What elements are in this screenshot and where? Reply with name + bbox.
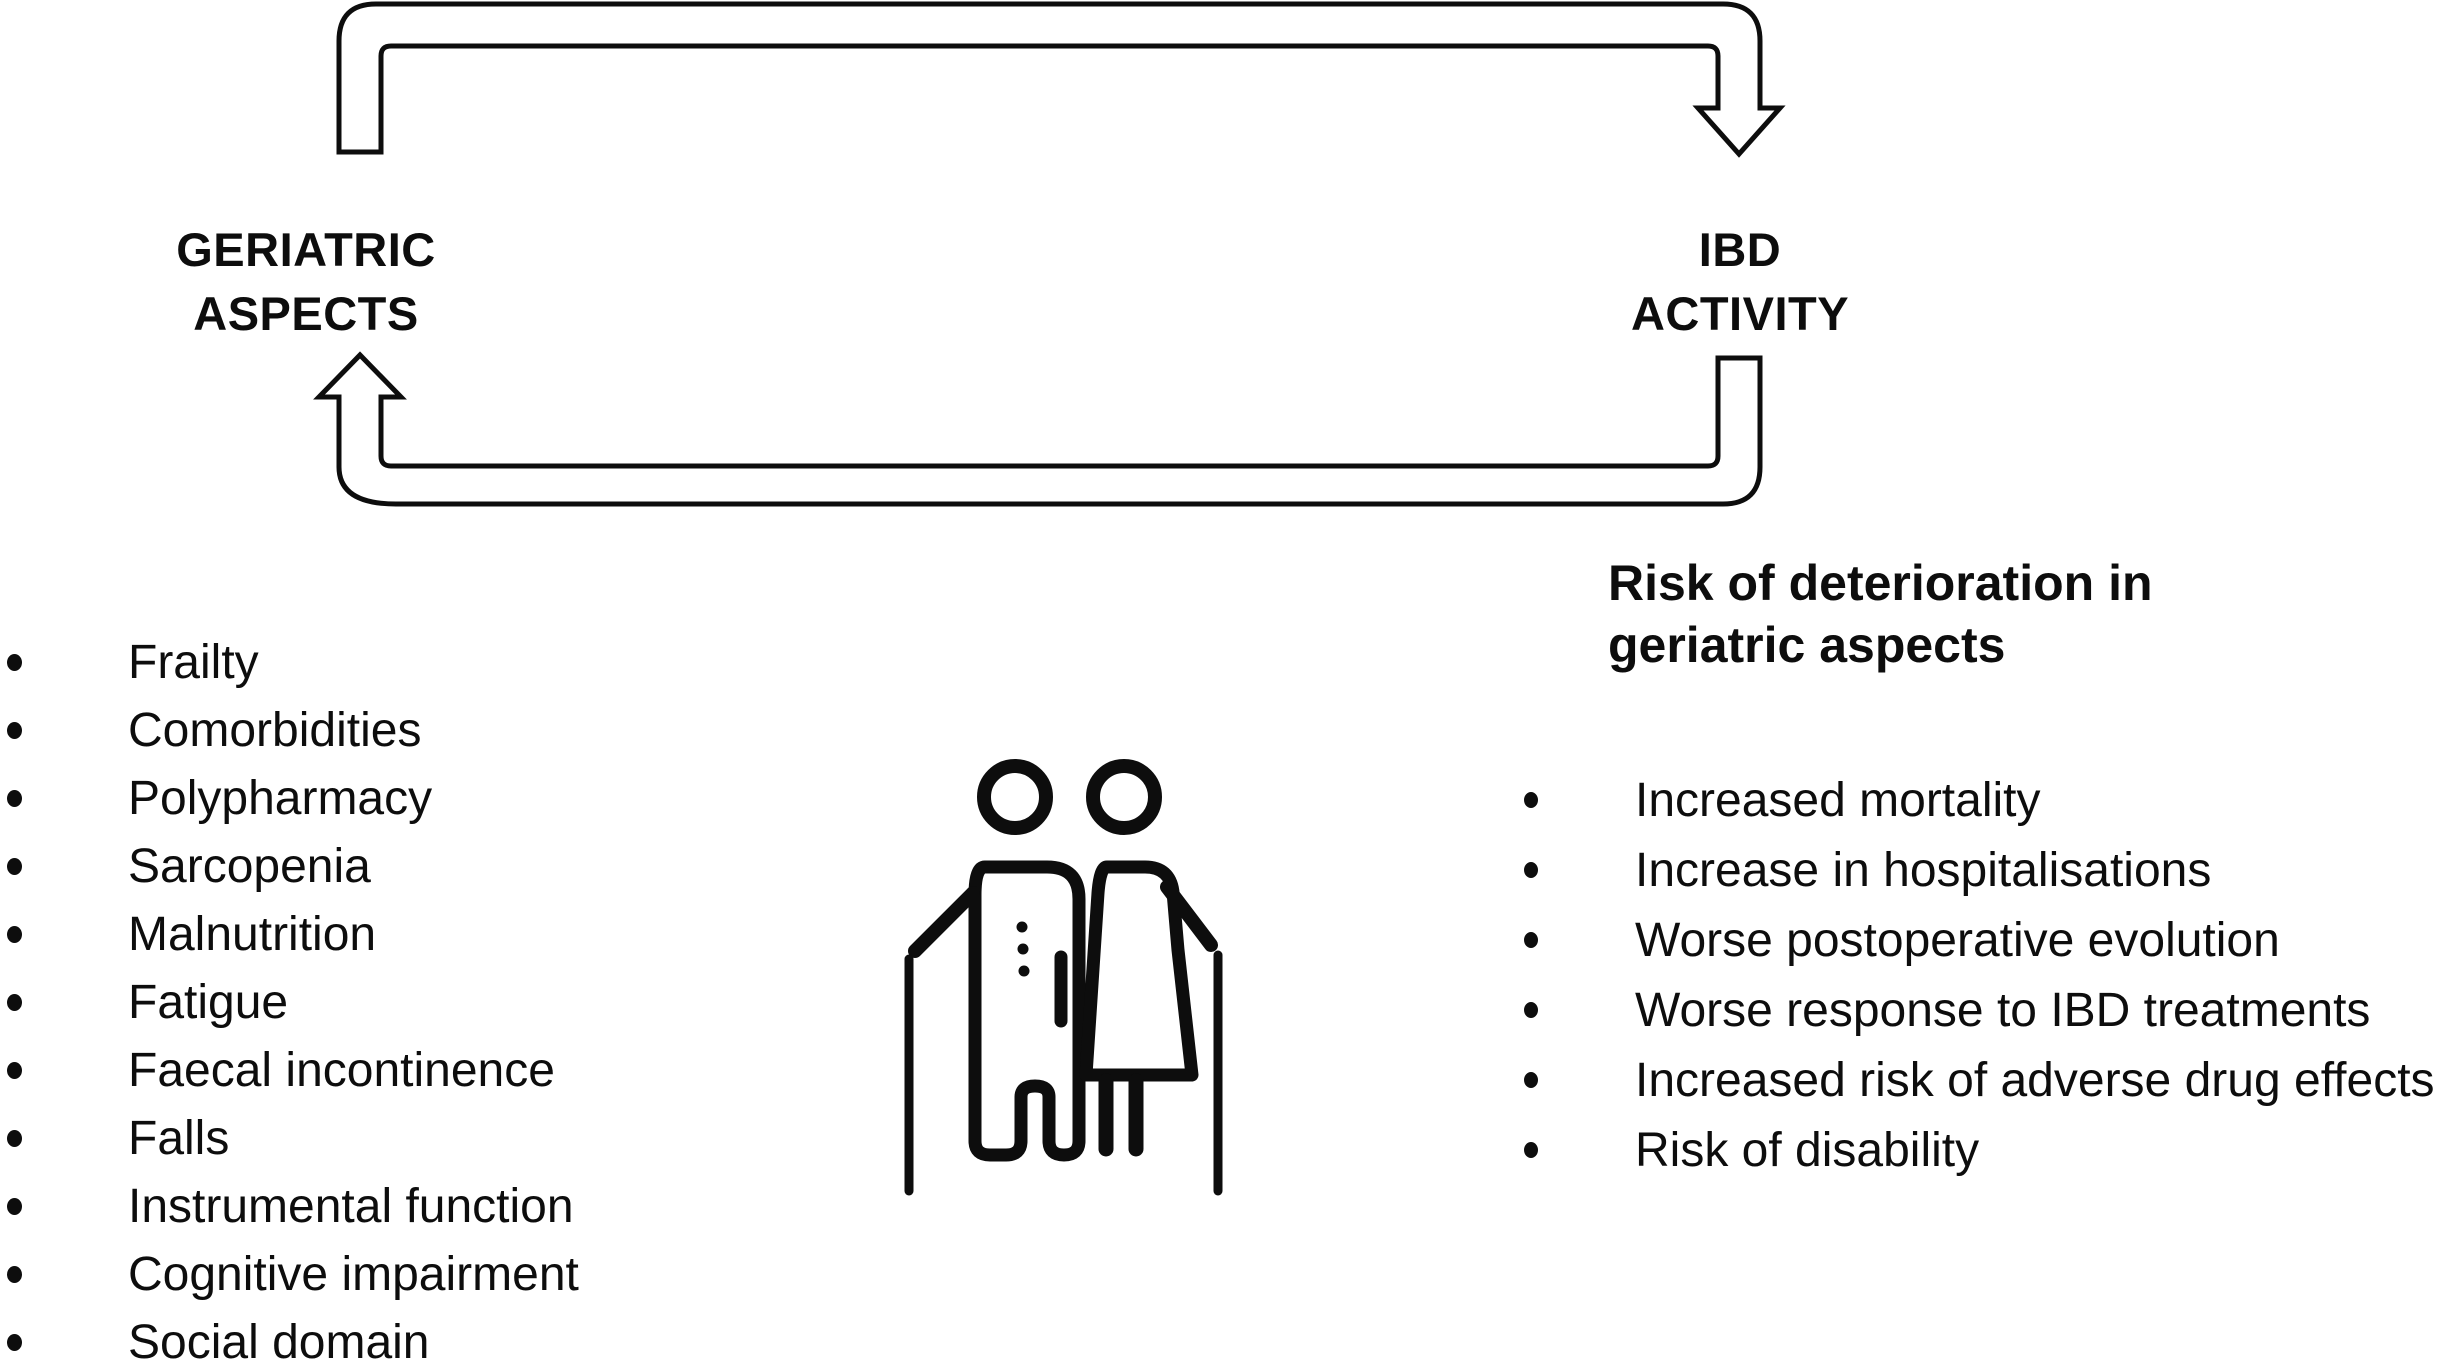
list-item: Fatigue [0, 968, 579, 1036]
bullet-icon [7, 993, 22, 1011]
list-item: Instrumental function [0, 1172, 579, 1240]
list-item-label: Worse postoperative evolution [1635, 913, 2280, 967]
list-item: Increased risk of adverse drug effects [1524, 1045, 2435, 1115]
list-item: Worse postoperative evolution [1524, 905, 2435, 975]
elderly-couple-icon [904, 759, 1223, 1196]
list-item: Malnutrition [0, 900, 579, 968]
risk-heading-line2: geriatric aspects [1608, 617, 2006, 673]
list-item: Falls [0, 1104, 579, 1172]
bullet-icon [7, 1129, 22, 1147]
bullet-icon [7, 1061, 22, 1079]
risk-heading-line1: Risk of deterioration in [1608, 555, 2153, 611]
list-item-label: Falls [128, 1111, 230, 1165]
list-item-label: Malnutrition [128, 907, 377, 961]
list-item-label: Increase in hospitalisations [1635, 843, 2212, 897]
list-item: Frailty [0, 628, 579, 696]
bullet-icon [1524, 1142, 1538, 1158]
man-head-icon [977, 759, 1053, 835]
list-item: Risk of disability [1524, 1115, 2435, 1185]
list-item-label: Comorbidities [128, 703, 422, 757]
arrow-bottom-left-icon [313, 351, 1763, 507]
bullet-icon [7, 925, 22, 943]
list-item-label: Worse response to IBD treatments [1635, 983, 2371, 1037]
list-item: Comorbidities [0, 696, 579, 764]
bullet-icon [1524, 862, 1538, 878]
list-item: Faecal incontinence [0, 1036, 579, 1104]
list-item-label: Cognitive impairment [128, 1247, 579, 1301]
geriatric-aspects-list: Frailty Comorbidities Polypharmacy Sarco… [0, 628, 579, 1364]
woman-arm-icon [1160, 880, 1218, 952]
bullet-icon [7, 789, 22, 807]
list-item-label: Instrumental function [128, 1179, 574, 1233]
list-item-label: Faecal incontinence [128, 1043, 555, 1097]
bullet-icon [1524, 1072, 1538, 1088]
node-geriatric-aspects: GERIATRIC ASPECTS [96, 218, 516, 346]
list-item-label: Sarcopenia [128, 839, 371, 893]
list-item-label: Frailty [128, 635, 259, 689]
node-geriatric-line1: GERIATRIC [176, 223, 436, 276]
cycle-arrows [313, 1, 1786, 507]
node-ibd-activity: IBD ACTIVITY [1530, 218, 1950, 346]
node-ibd-line1: IBD [1698, 223, 1782, 276]
bullet-icon [1524, 932, 1538, 948]
man-body-icon [968, 860, 1086, 1162]
bullet-icon [7, 1333, 22, 1351]
risk-heading: Risk of deterioration in geriatric aspec… [1608, 552, 2153, 676]
list-item: Sarcopenia [0, 832, 579, 900]
bullet-icon [7, 721, 22, 739]
list-item: Polypharmacy [0, 764, 579, 832]
list-item: Increase in hospitalisations [1524, 835, 2435, 905]
list-item-label: Increased risk of adverse drug effects [1635, 1053, 2435, 1107]
bullet-icon [7, 1197, 22, 1215]
bullet-icon [7, 653, 22, 671]
list-item: Increased mortality [1524, 765, 2435, 835]
woman-head-icon [1086, 759, 1162, 835]
bullet-icon [7, 857, 22, 875]
list-item-label: Social domain [128, 1315, 430, 1364]
man-left-arm-icon [908, 886, 980, 958]
list-item-label: Increased mortality [1635, 773, 2041, 827]
list-item: Worse response to IBD treatments [1524, 975, 2435, 1045]
woman-body-icon [1079, 860, 1199, 1082]
list-item-label: Risk of disability [1635, 1123, 1980, 1177]
list-item: Social domain [0, 1308, 579, 1364]
list-item-label: Polypharmacy [128, 771, 433, 825]
risk-list: Increased mortality Increase in hospital… [1524, 765, 2435, 1185]
arrow-top-right-icon [336, 1, 1786, 158]
node-ibd-line2: ACTIVITY [1630, 287, 1850, 340]
node-geriatric-line2: ASPECTS [193, 287, 419, 340]
bullet-icon [1524, 792, 1538, 808]
list-item-label: Fatigue [128, 975, 289, 1029]
bullet-icon [1524, 1002, 1538, 1018]
coat-buttons-icon [1016, 921, 1030, 977]
list-item: Cognitive impairment [0, 1240, 579, 1308]
bullet-icon [7, 1265, 22, 1283]
